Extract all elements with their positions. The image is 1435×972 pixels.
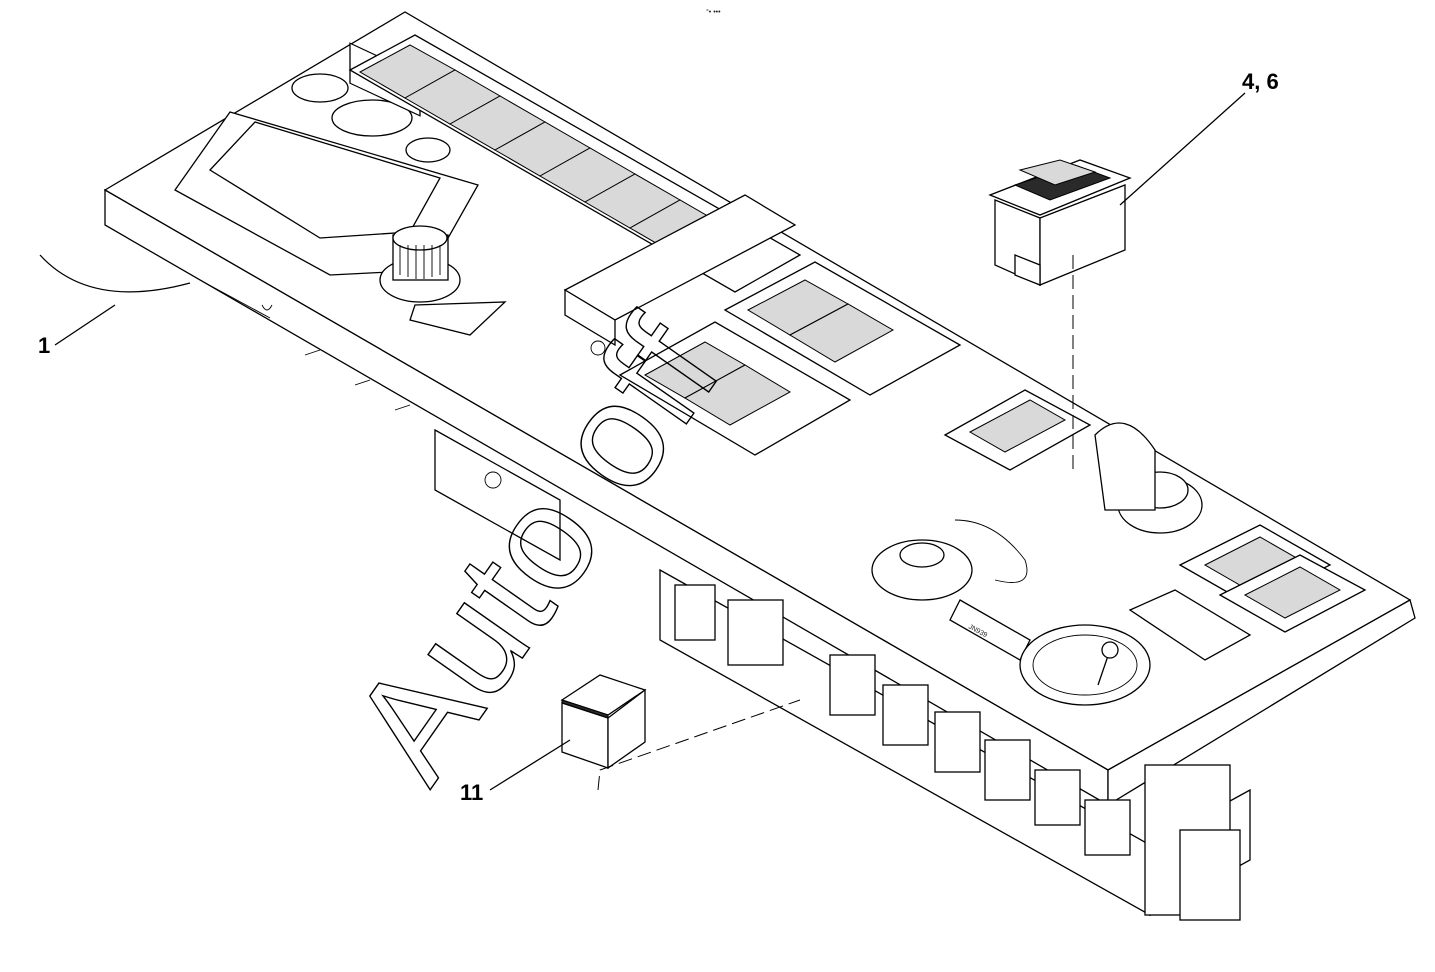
- leader-line-11: [489, 739, 571, 791]
- rotary-knob: [379, 225, 507, 336]
- assembly-line-11: [597, 699, 801, 791]
- leader-line-4-6: [1119, 92, 1246, 206]
- buzzer: [871, 519, 1028, 601]
- mounting-bracket: [434, 428, 561, 562]
- connector-bar: [563, 194, 797, 356]
- temperature-gauge: [1019, 624, 1151, 706]
- rocker-switch-part: [988, 159, 1132, 287]
- hazard-switch: [943, 389, 1092, 471]
- ignition-switch: [1094, 422, 1203, 534]
- callout-1: 1: [38, 333, 50, 358]
- panel-right-lip: [1107, 599, 1416, 807]
- callout-4-6: 4, 6: [1242, 69, 1279, 94]
- fuse-slots: [674, 584, 1131, 856]
- top-note: °• •••: [706, 8, 721, 16]
- center-switch-cluster: [618, 261, 962, 456]
- cover-cap-part: [560, 674, 647, 770]
- right-switch-cluster: [1128, 524, 1367, 661]
- leader-curve-1: [39, 254, 191, 293]
- callout-11: 11: [460, 780, 483, 805]
- leader-line-1: [54, 304, 116, 346]
